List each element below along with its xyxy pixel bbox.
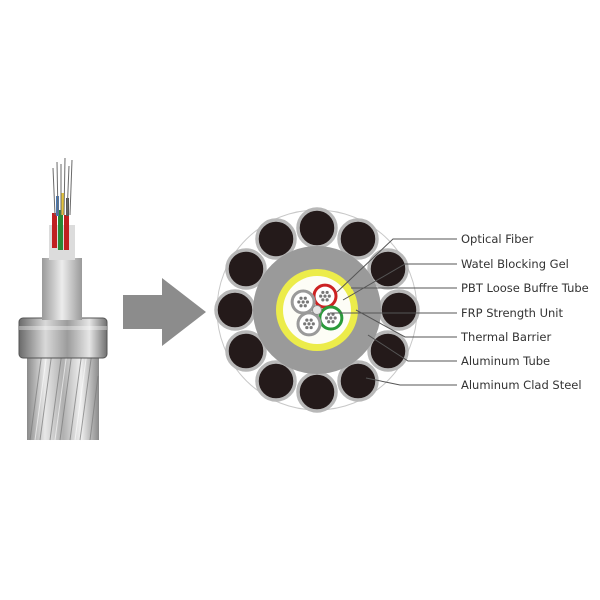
optical-fiber <box>299 296 303 300</box>
cable-photo <box>18 157 108 441</box>
frp-strength-unit <box>312 305 322 315</box>
optical-fiber <box>305 325 309 330</box>
optical-fiber <box>297 300 301 304</box>
optical-fiber <box>299 304 303 308</box>
optical-fiber <box>321 290 325 295</box>
optical-fiber <box>309 318 313 322</box>
label-aluminum-clad-steel: Aluminum Clad Steel <box>461 378 582 392</box>
optical-fiber <box>307 322 311 326</box>
label-aluminum-tube: Aluminum Tube <box>461 354 550 368</box>
leader-lines <box>330 238 457 386</box>
optical-fiber <box>327 294 331 298</box>
buffer-tube <box>318 305 344 331</box>
optical-fiber <box>325 290 329 295</box>
optical-fiber <box>324 316 329 320</box>
steel-wire <box>255 360 297 402</box>
optical-fiber <box>327 320 331 324</box>
buffer-tube <box>290 289 316 315</box>
optical-fiber <box>333 316 337 320</box>
optical-fiber <box>303 296 307 300</box>
steel-wire <box>296 207 338 249</box>
steel-wire <box>337 218 379 260</box>
label-pbt-loose-buffer-tube: PBT Loose Buffre Tube <box>461 281 589 295</box>
optical-fiber <box>303 322 307 326</box>
optical-fiber <box>301 300 305 304</box>
label-thermal-barrier: Thermal Barrier <box>460 330 551 344</box>
steel-strands <box>27 351 99 441</box>
leader-line <box>367 334 457 362</box>
optical-fiber <box>305 300 310 304</box>
label-optical-fiber: Optical Fiber <box>461 232 534 246</box>
clamp-ring <box>18 317 108 359</box>
aluminum-clad-steel-wires <box>214 207 420 413</box>
label-water-blocking-gel: Watel Blocking Gel <box>461 257 569 271</box>
steel-wire <box>255 218 297 260</box>
steel-wire <box>378 289 420 331</box>
buffer-tube <box>312 283 338 309</box>
optical-fiber <box>329 316 333 320</box>
right-arrow-icon <box>123 278 206 346</box>
buffer-tube <box>296 311 322 337</box>
component-labels: Optical Fiber Watel Blocking Gel PBT Loo… <box>460 232 589 392</box>
optical-fiber <box>303 304 307 308</box>
inner-fiber-bundle <box>52 157 73 250</box>
optical-fiber <box>327 312 331 316</box>
leader-line <box>336 238 457 293</box>
optical-fiber <box>331 320 335 324</box>
optical-fiber <box>323 294 327 298</box>
steel-wire <box>367 330 409 372</box>
leader-line <box>365 377 457 386</box>
steel-wire <box>225 330 267 372</box>
steel-wire <box>214 289 256 331</box>
optical-fiber <box>319 294 323 298</box>
optical-fiber <box>325 298 329 302</box>
steel-wire <box>337 360 379 402</box>
cable-cross-section <box>214 207 420 413</box>
steel-wire <box>225 248 267 290</box>
steel-wire <box>296 371 338 413</box>
leader-line <box>355 309 457 338</box>
optical-fiber <box>321 298 325 302</box>
optical-fiber <box>309 325 313 330</box>
label-frp-strength-unit: FRP Strength Unit <box>461 306 563 320</box>
optical-fiber <box>311 322 315 326</box>
optical-fiber <box>305 318 309 322</box>
aluminum-core-tube <box>42 258 82 320</box>
